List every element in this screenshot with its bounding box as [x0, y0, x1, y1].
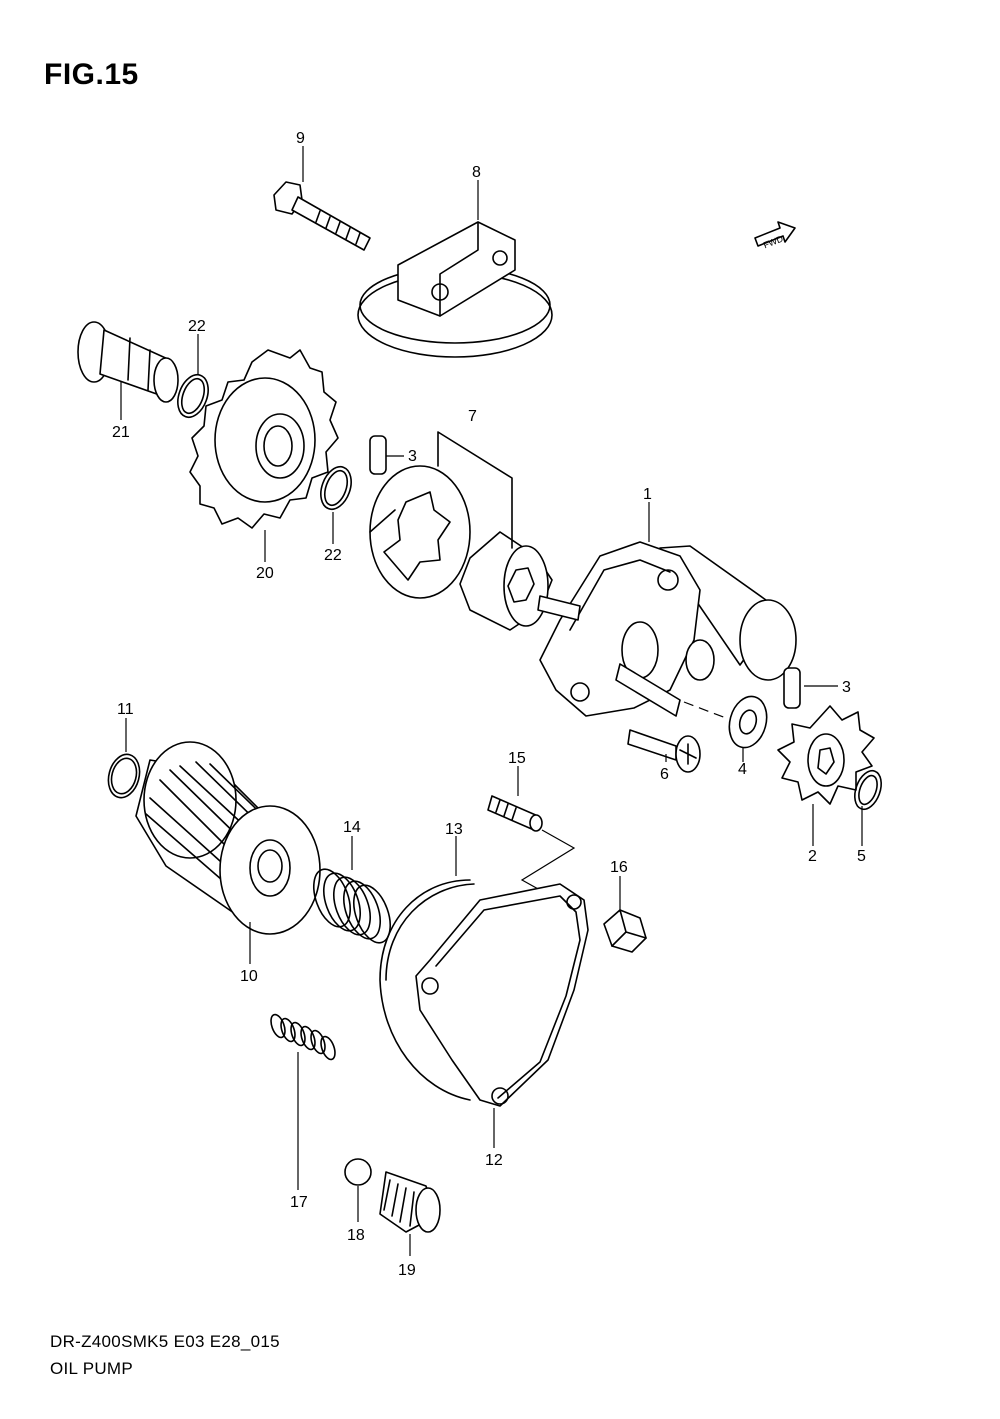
part-20-gear: [189, 349, 339, 529]
callout-22-upper: 22: [188, 318, 206, 335]
part-8-cap: [357, 221, 553, 358]
callout-3-lower: 3: [842, 679, 851, 696]
part-14-spring: [312, 868, 392, 944]
callout-20: 20: [256, 565, 274, 582]
callout-8: 8: [472, 164, 481, 181]
part-22-circlip-upper: [177, 373, 209, 419]
part-16-cap-nut: [603, 909, 647, 953]
callout-6: 6: [660, 766, 669, 783]
part-9-bolt: [273, 181, 371, 251]
callout-14: 14: [343, 819, 361, 836]
part-17-spring: [270, 1013, 336, 1061]
part-19-plug: [379, 1171, 441, 1233]
part-12-cover: [415, 883, 589, 1107]
callout-21: 21: [112, 424, 130, 441]
part-2-gear: [777, 705, 875, 805]
callout-10: 10: [240, 968, 258, 985]
part-21-shaft: [77, 321, 179, 403]
callout-12: 12: [485, 1152, 503, 1169]
part-10-oil-filter: [135, 741, 321, 935]
callout-17: 17: [290, 1194, 308, 1211]
callout-11: 11: [117, 701, 134, 718]
callout-labels: 9 8 22 21 20 22 3 7 1 3 4 6 2 5 11 15 14…: [112, 130, 866, 1279]
callout-3-upper: 3: [408, 448, 417, 465]
figure-title: FIG.15: [44, 58, 139, 91]
callout-22-lower: 22: [324, 547, 342, 564]
callout-5: 5: [857, 848, 866, 865]
part-5-circlip: [854, 769, 882, 811]
callout-9: 9: [296, 130, 305, 147]
callout-1: 1: [643, 486, 652, 503]
part-13-gasket: [379, 879, 475, 1101]
fwd-arrow-icon: FWD: [754, 221, 796, 250]
callout-4: 4: [738, 761, 747, 778]
callout-16: 16: [610, 859, 628, 876]
callout-7: 7: [468, 408, 477, 425]
model-code: DR-Z400SMK5 E03 E28_015: [50, 1332, 280, 1351]
part-4-washer: [728, 695, 768, 749]
section-name: OIL PUMP: [50, 1359, 134, 1378]
callout-15: 15: [508, 750, 526, 767]
part-22-circlip-lower: [320, 465, 352, 511]
callout-19: 19: [398, 1262, 416, 1279]
part-11-o-ring: [107, 753, 141, 799]
part-15-dowel: [487, 795, 576, 891]
part-3-pin-upper: [369, 435, 387, 475]
leader-lines: [120, 146, 863, 1256]
callout-2: 2: [808, 848, 817, 865]
part-3-pin-lower: [783, 667, 801, 709]
part-6-screw: [627, 729, 701, 773]
callout-13: 13: [445, 821, 463, 838]
part-7-rotor-set: [369, 431, 553, 631]
callout-18: 18: [347, 1227, 365, 1244]
part-18-ball: [344, 1158, 372, 1186]
part-1-pump-body: [537, 541, 797, 719]
